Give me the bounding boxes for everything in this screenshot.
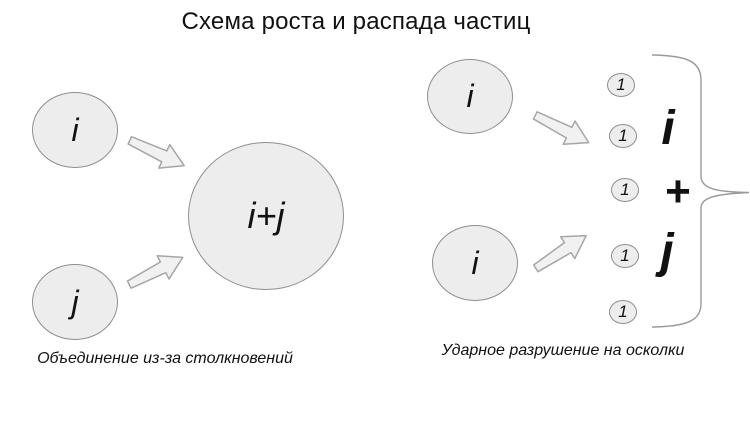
diagram-title: Схема роста и распада частиц [181,8,531,35]
particle-circle-i-top-right: i [427,59,513,134]
fragment-label: 1 [616,75,626,94]
arrow-icon [526,101,598,158]
fragment-label: 1 [620,180,630,199]
particle-circle-j-left: j [32,264,118,340]
fragment-circle: 1 [611,178,639,202]
particle-circle-i-bottom-right: i [432,225,518,301]
fragment-label: 1 [620,246,630,265]
merged-particle-label: i+j [247,195,285,236]
fragment-label: 1 [618,126,628,145]
fragment-label: 1 [618,302,628,321]
plus-sign: + [665,167,691,216]
merged-particle-circle: i+j [188,142,344,290]
sum-label-j: j [660,225,674,278]
fragment-circle: 1 [609,124,637,148]
right-caption: Ударное разрушение на осколки [441,342,685,359]
arrow-icon [120,243,192,300]
fragment-circle: 1 [609,300,637,324]
fragment-circle: 1 [607,73,635,97]
particle-circle-i-left: i [32,92,118,168]
arrow-icon [525,221,597,282]
arrow-icon [121,125,193,180]
particle-label-i: i [71,111,79,148]
particle-label-i: i [471,244,479,281]
sum-label-i: i [661,102,675,155]
particle-label-j: j [71,283,79,320]
fragment-circle: 1 [611,244,639,268]
particle-label-i: i [466,78,474,114]
left-caption: Объединение из-за столкновений [37,350,293,367]
